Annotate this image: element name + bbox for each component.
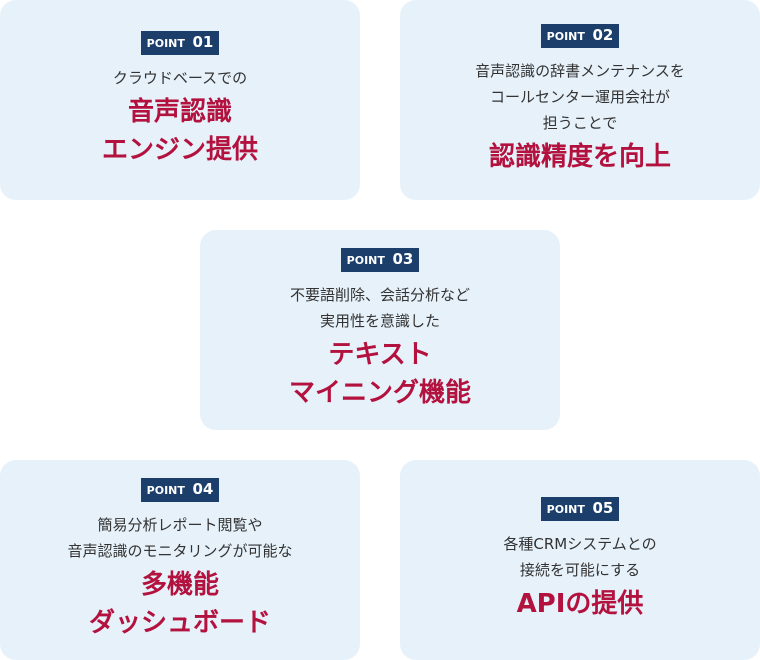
- description-line: コールセンター運用会社が: [489, 88, 670, 106]
- feature-card-3: POINT 03 不要語削除、会話分析など 実用性を意識した テキスト マイニン…: [200, 230, 560, 430]
- card-description: クラウドベースでの: [113, 65, 247, 91]
- description-line: クラウドベースでの: [112, 69, 248, 87]
- feature-card-5: POINT 05 各種CRMシステムとの 接続を可能にする APIの提供: [400, 460, 760, 660]
- description-line: 音声認識の辞書メンテナンスを: [475, 62, 685, 80]
- card-description: 不要語削除、会話分析など 実用性を意識した: [290, 282, 470, 334]
- description-line: 簡易分析レポート閲覧や: [97, 516, 263, 534]
- card-headline: 多機能 ダッシュボード: [89, 566, 271, 642]
- point-badge: POINT 03: [340, 248, 420, 272]
- card-description: 各種CRMシステムとの 接続を可能にする: [503, 531, 656, 583]
- point-label: POINT: [546, 503, 585, 516]
- headline-line: 認識精度を向上: [488, 142, 671, 172]
- card-headline: 認識精度を向上: [489, 138, 671, 176]
- point-badge: POINT 02: [540, 24, 620, 48]
- point-label: POINT: [346, 254, 385, 267]
- headline-line: マイニング機能: [288, 378, 471, 408]
- description-line: 担うことで: [542, 114, 618, 132]
- feature-card-2: POINT 02 音声認識の辞書メンテナンスを コールセンター運用会社が 担うこ…: [400, 0, 760, 200]
- headline-line: テキスト: [328, 340, 432, 370]
- description-line: 各種CRMシステムとの: [503, 535, 657, 553]
- description-line: 実用性を意識した: [319, 312, 440, 330]
- point-badge: POINT 04: [140, 478, 220, 502]
- headline-line: エンジン提供: [101, 135, 258, 165]
- point-number: 02: [592, 26, 614, 44]
- description-line: 音声認識のモニタリングが可能な: [67, 542, 293, 560]
- point-number: 05: [592, 499, 614, 517]
- feature-card-1: POINT 01 クラウドベースでの 音声認識 エンジン提供: [0, 0, 360, 200]
- card-headline: テキスト マイニング機能: [289, 336, 471, 412]
- card-headline: 音声認識 エンジン提供: [102, 93, 258, 169]
- feature-card-4: POINT 04 簡易分析レポート閲覧や 音声認識のモニタリングが可能な 多機能…: [0, 460, 360, 660]
- point-number: 01: [192, 33, 214, 51]
- point-badge: POINT 01: [140, 31, 220, 55]
- point-badge: POINT 05: [540, 497, 620, 521]
- card-headline: APIの提供: [517, 585, 644, 623]
- point-label: POINT: [546, 30, 585, 43]
- point-label: POINT: [146, 37, 185, 50]
- card-description: 音声認識の辞書メンテナンスを コールセンター運用会社が 担うことで: [475, 58, 685, 136]
- description-line: 接続を可能にする: [519, 561, 641, 579]
- card-description: 簡易分析レポート閲覧や 音声認識のモニタリングが可能な: [67, 512, 292, 564]
- point-label: POINT: [146, 484, 185, 497]
- description-line: 不要語削除、会話分析など: [289, 286, 470, 304]
- point-number: 03: [392, 250, 414, 268]
- point-number: 04: [192, 480, 214, 498]
- headline-line: ダッシュボード: [88, 608, 271, 638]
- headline-line: 多機能: [140, 570, 219, 600]
- headline-line: APIの提供: [516, 589, 644, 619]
- headline-line: 音声認識: [127, 97, 232, 127]
